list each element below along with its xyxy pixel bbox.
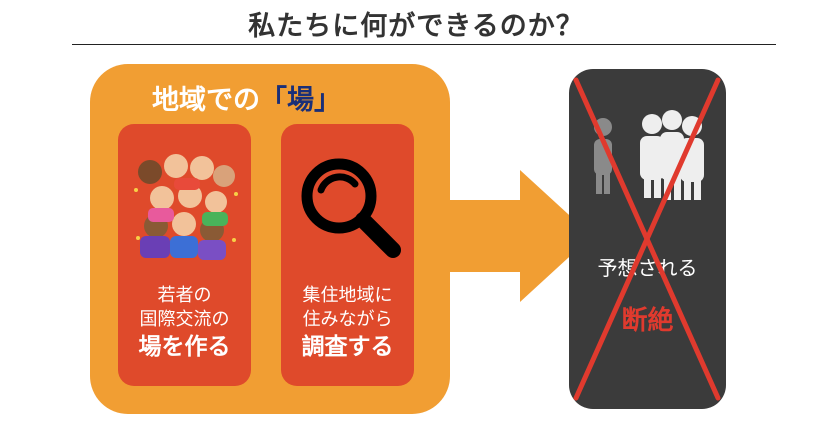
panel-title-quote: 「場」 <box>260 85 341 116</box>
panel-title-main: 地域での <box>152 85 260 116</box>
outcome-strong: 断絶 <box>621 306 674 336</box>
page-title: 私たちに何ができるのか？ <box>248 11 584 42</box>
card-exchange-line1: 若者の <box>157 285 212 306</box>
crowd-illustration <box>134 154 238 260</box>
card-research-line1: 集住地域に <box>302 285 393 306</box>
card-research-line2: 住みながら <box>302 309 393 330</box>
card-research-strong: 調査する <box>301 334 394 360</box>
group-people <box>640 110 704 200</box>
magnifier-glare <box>317 173 359 194</box>
title-rule <box>72 44 776 45</box>
outcome-label: 予想される <box>597 256 698 280</box>
card-exchange: 若者の 国際交流の 場を作る <box>118 124 251 386</box>
magnifier-lens <box>301 158 377 234</box>
cross-line-2 <box>573 77 721 401</box>
crowd-faces <box>134 154 238 260</box>
magnifier-handle <box>355 212 401 258</box>
magnifier-icon <box>301 158 401 258</box>
arrow-shape <box>430 170 592 302</box>
card-research: 集住地域に 住みながら 調査する <box>281 124 414 386</box>
panel-title: 地域での「場」 <box>152 78 341 117</box>
card-exchange-line2: 国際交流の <box>139 309 230 330</box>
card-exchange-strong: 場を作る <box>138 334 231 360</box>
